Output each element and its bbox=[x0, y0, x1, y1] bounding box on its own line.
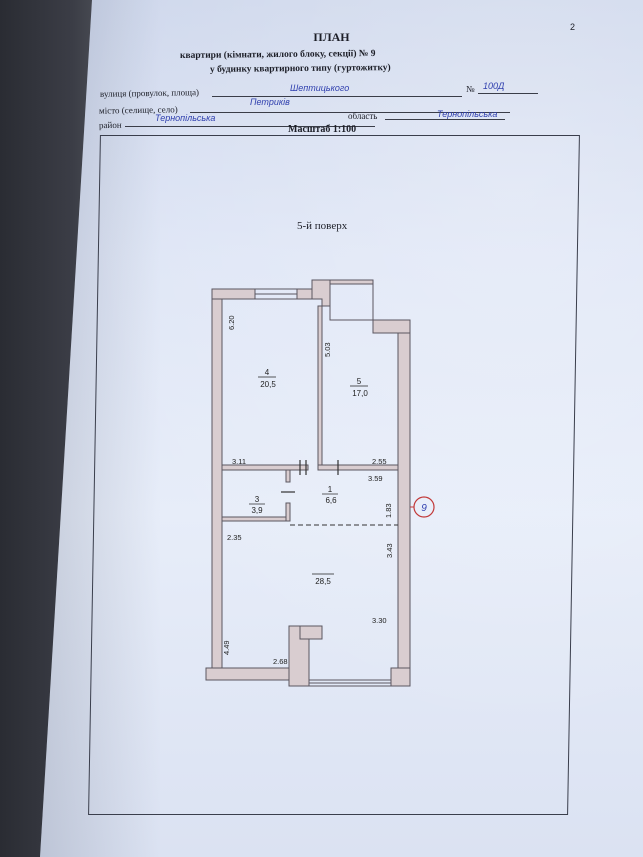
wall-column-top bbox=[311, 279, 331, 307]
region-value: Тернопільська bbox=[437, 109, 498, 119]
number-label: № bbox=[466, 84, 475, 94]
wall-right bbox=[397, 332, 411, 681]
dim-5-03: 5.03 bbox=[323, 342, 332, 357]
dim-6-20: 6.20 bbox=[227, 315, 236, 330]
street-underline bbox=[212, 96, 462, 97]
room3-area: 3,9 bbox=[251, 506, 263, 515]
wall-room3-right-bottom bbox=[285, 502, 291, 522]
living-room-area: 28,5 bbox=[315, 577, 331, 586]
room4-number: 4 bbox=[265, 368, 270, 377]
room5-number: 5 bbox=[357, 377, 362, 386]
district-value: Тернопільська bbox=[155, 113, 216, 123]
street-value: Шептицького bbox=[290, 83, 350, 93]
scale-label: Масштаб 1:100 bbox=[288, 124, 357, 135]
number-value: 100Д bbox=[483, 81, 505, 91]
floor-label: 5-й поверх bbox=[297, 220, 348, 232]
wall-left bbox=[205, 288, 223, 681]
dim-1-83: 1.83 bbox=[384, 503, 393, 518]
document-title: ПЛАН bbox=[313, 30, 350, 44]
town-value: Петриків bbox=[250, 97, 290, 107]
dim-3-43: 3.43 bbox=[385, 543, 394, 558]
dim-3-59: 3.59 bbox=[368, 474, 383, 483]
wall-bottom-right bbox=[390, 667, 411, 687]
wall-balcony-top bbox=[329, 279, 374, 285]
apartment-mark-number: 9 bbox=[421, 503, 427, 514]
room1-number: 1 bbox=[328, 485, 333, 494]
wall-bottom-left bbox=[205, 667, 290, 681]
region-label: область bbox=[348, 111, 378, 121]
wall-room3-bottom bbox=[221, 516, 291, 522]
wall-partition-horizontal-right bbox=[317, 464, 399, 471]
dim-4-49: 4.49 bbox=[222, 640, 231, 655]
dim-2-35: 2.35 bbox=[227, 533, 242, 542]
dim-2-55: 2.55 bbox=[372, 457, 387, 466]
room3-number: 3 bbox=[255, 495, 260, 504]
wall-top-right bbox=[372, 319, 411, 334]
apartment-mark-circle bbox=[413, 496, 435, 518]
dim-3-11: 3.11 bbox=[232, 457, 246, 466]
balcony-room5 bbox=[329, 283, 374, 321]
room1-area: 6,6 bbox=[325, 496, 337, 505]
wall-room3-right-top bbox=[285, 469, 291, 483]
wall-partition-4-5 bbox=[317, 305, 323, 468]
region-underline bbox=[385, 119, 505, 120]
dim-2-68: 2.68 bbox=[273, 657, 288, 666]
number-underline bbox=[478, 93, 538, 94]
wall-top-left bbox=[211, 288, 256, 300]
room5-area: 17,0 bbox=[352, 389, 368, 398]
page-number: 2 bbox=[570, 22, 576, 32]
town-underline bbox=[190, 112, 510, 113]
wall-bottom-stub bbox=[299, 625, 323, 640]
room4-area: 20,5 bbox=[260, 380, 276, 389]
dim-3-30: 3.30 bbox=[372, 616, 387, 625]
district-underline bbox=[125, 126, 375, 127]
wall-partition-horizontal-left bbox=[221, 464, 309, 471]
